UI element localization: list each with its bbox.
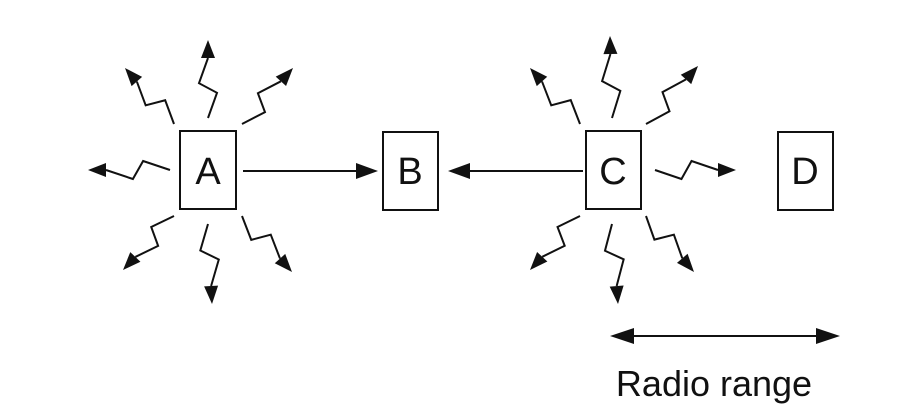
lightning-arrow-icon bbox=[88, 159, 171, 181]
lightning-arrow-icon bbox=[645, 66, 698, 125]
node-c-label: C bbox=[599, 151, 626, 193]
node-c-box bbox=[585, 130, 642, 210]
lightning-arrow-icon bbox=[199, 223, 220, 304]
radio-range-arrow bbox=[610, 328, 840, 344]
node-b-box bbox=[382, 131, 439, 211]
node-d-label: D bbox=[791, 151, 818, 193]
node-a-label: A bbox=[195, 151, 221, 193]
lightning-arrow-icon bbox=[123, 215, 175, 270]
node-b-label: B bbox=[397, 151, 422, 193]
lightning-arrow-icon bbox=[241, 215, 292, 272]
node-d-box bbox=[777, 131, 834, 211]
node-d: D bbox=[777, 131, 834, 211]
transmission-a-to-b bbox=[243, 163, 378, 179]
lightning-arrow-icon bbox=[645, 215, 694, 272]
lightning-arrow-icon bbox=[197, 40, 219, 119]
node-a-box bbox=[179, 130, 237, 210]
lightning-arrow-icon bbox=[241, 68, 293, 125]
lightning-arrow-icon bbox=[125, 68, 175, 125]
node-a: A bbox=[179, 130, 237, 210]
lightning-arrow-icon bbox=[530, 215, 581, 270]
lightning-arrow-icon bbox=[603, 223, 625, 304]
broadcast-group-a bbox=[88, 40, 293, 304]
radio-range-right-head bbox=[816, 328, 840, 344]
node-b: B bbox=[382, 131, 439, 211]
radio-range-label: Radio range bbox=[616, 363, 812, 404]
lightning-arrow-icon bbox=[654, 159, 736, 181]
lightning-arrow-icon bbox=[600, 36, 622, 119]
node-c: C bbox=[585, 130, 642, 210]
transmission-c-to-b bbox=[448, 163, 583, 179]
radio-range-left-head bbox=[610, 328, 634, 344]
lightning-arrow-icon bbox=[530, 68, 581, 125]
broadcast-group-c bbox=[530, 36, 736, 304]
